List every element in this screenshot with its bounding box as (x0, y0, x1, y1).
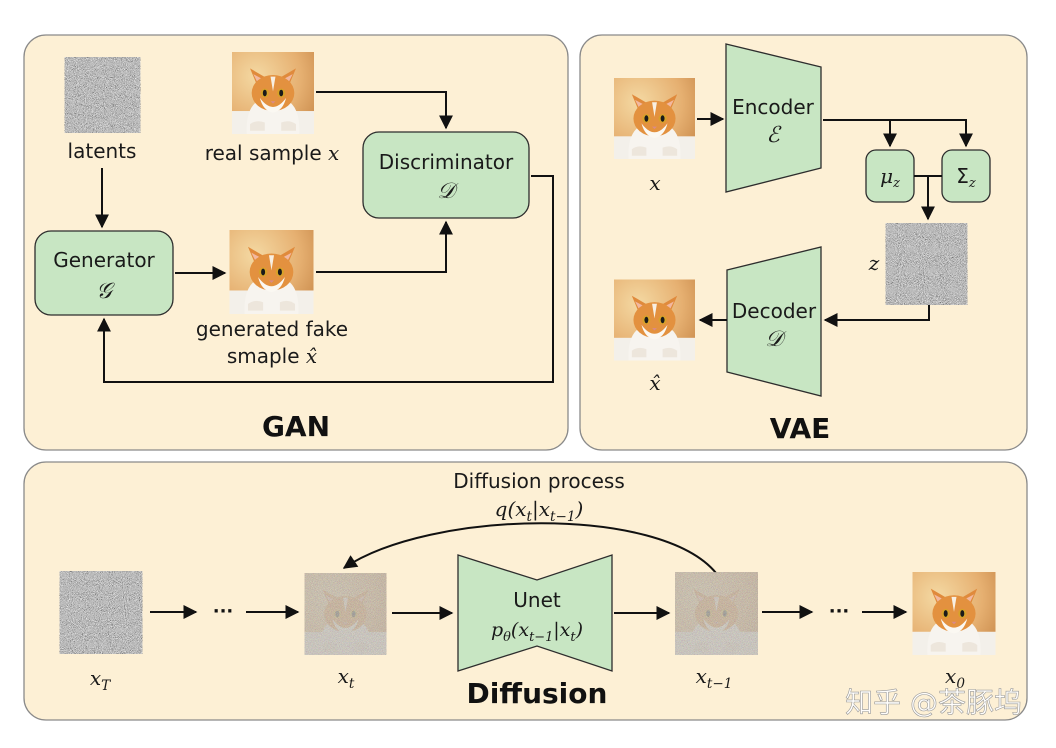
gan-real-cat-photo (232, 52, 314, 134)
gan-latents-noise-image (65, 57, 141, 133)
discriminator-label: Discriminator (379, 150, 514, 174)
sigma-label: Σz (956, 164, 976, 191)
vae-output-cat-photo (614, 279, 695, 361)
encoder-block (725, 43, 822, 193)
watermark-text: 知乎 @茶豚坞 (845, 686, 1022, 719)
gan-fake-cat-photo (229, 230, 314, 314)
diffusion-xT-label: xT​ (90, 666, 111, 694)
diffusion-x0-cat-photo (912, 572, 996, 655)
dots-left: ··· (213, 601, 234, 622)
dots-right: ··· (829, 601, 850, 622)
gan-real-sample-label: real sample x (205, 141, 340, 165)
diffusion-x0-label: x0​ (945, 664, 965, 692)
discriminator-symbol: 𝒟 (437, 179, 459, 204)
diffusion-title: Diffusion (467, 677, 608, 710)
mu-label: μz (880, 164, 900, 191)
diffusion-xT-noise-image (60, 571, 143, 654)
gan-fake-label-line1: generated fake (196, 317, 348, 341)
vae-input-cat-photo (614, 78, 695, 159)
fake-to-discriminator-arrow (316, 220, 453, 273)
gan-title: GAN (262, 410, 330, 443)
unet-formula: pθ​(xt−1​|xt​) (491, 619, 583, 645)
generator-symbol: 𝒢 (96, 279, 115, 304)
encoder-to-sigma-arrow (823, 119, 973, 148)
latent-to-decoder-arrow (823, 305, 930, 327)
vae-output-var: x̂ (649, 371, 660, 395)
diffusion-process-arrow (342, 522, 717, 574)
unet-block (457, 554, 613, 672)
diffusion-xt-label: xt​ (338, 664, 355, 692)
generator-label: Generator (53, 248, 155, 272)
discriminator-box (362, 131, 530, 219)
decoder-label: Decoder (732, 299, 817, 323)
vae-latent-noise-image (886, 223, 968, 305)
diffusion-process-label: Diffusion process (453, 469, 625, 493)
vae-latent-var: z (868, 251, 880, 275)
diffusion-xt1-noisy-cat-photo (675, 572, 758, 655)
real-to-discriminator-arrow (316, 91, 453, 130)
diffusion-process-formula: q(xt​|xt−1​) (495, 497, 584, 525)
gan-fake-label-line2: smaple x̂ (227, 344, 317, 368)
generator-box (34, 230, 174, 316)
encoder-label: Encoder (732, 95, 815, 119)
diffusion-xt-noisy-cat-photo (305, 573, 387, 655)
encoder-symbol: ℰ (766, 123, 782, 148)
vae-input-var: x (649, 171, 660, 195)
discriminator-feedback-arrow (97, 175, 554, 383)
decoder-block (726, 246, 822, 397)
gan-latents-label: latents (68, 139, 137, 163)
decoder-symbol: 𝒟 (765, 327, 787, 352)
vae-title: VAE (770, 412, 831, 445)
unet-label: Unet (513, 588, 561, 612)
diffusion-xt1-label: xt−1​ (696, 664, 733, 692)
